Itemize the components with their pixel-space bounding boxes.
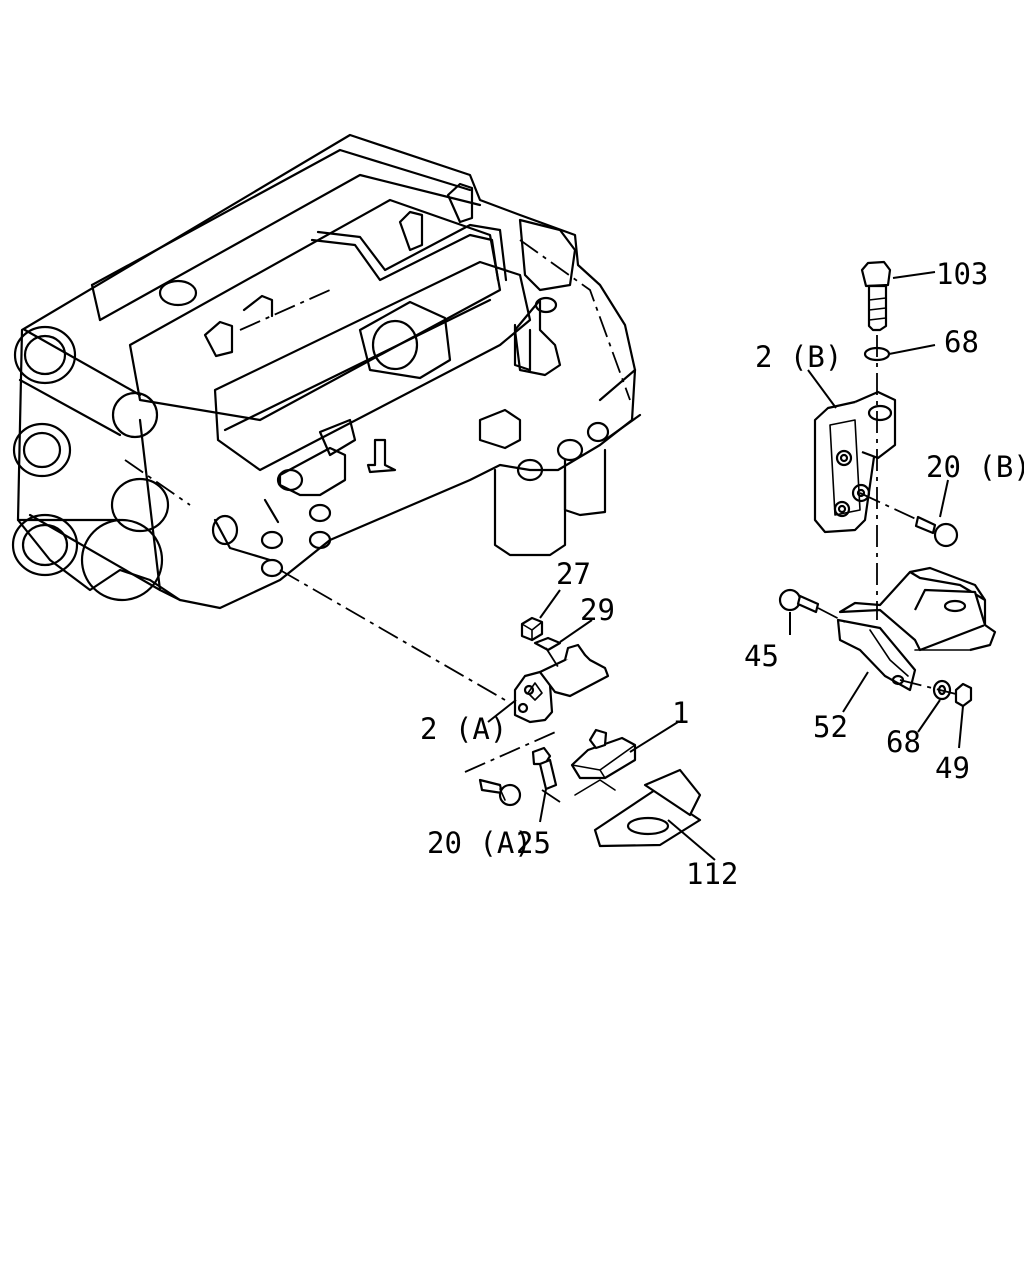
mount-cushion-1-part xyxy=(570,728,637,780)
callout-49: 49 xyxy=(935,751,970,785)
bolt-25-part xyxy=(531,746,558,791)
bracket-2b-part xyxy=(813,390,897,534)
callout-20a: 20 (A) xyxy=(427,826,532,860)
callout-45: 45 xyxy=(744,639,779,673)
leader-lines xyxy=(487,271,964,861)
centerline-nut-49 xyxy=(899,679,957,695)
callout-2b: 2 (B) xyxy=(755,340,842,374)
callout-20b: 20 (B) xyxy=(926,450,1024,484)
centerline-bolt-20a xyxy=(464,729,561,773)
plate-112-part xyxy=(574,768,702,848)
centerline-bolt-45 xyxy=(817,607,846,623)
bracket-2a-part xyxy=(513,643,610,724)
engine-assembly xyxy=(11,133,642,610)
callout-1: 1 xyxy=(672,696,689,730)
callout-52: 52 xyxy=(813,710,848,744)
mount-group-a xyxy=(279,569,702,848)
bolt-20b-part xyxy=(914,515,959,548)
bolt-20a-part xyxy=(478,778,522,807)
nut-27-part xyxy=(520,616,544,642)
nut-49-part xyxy=(954,682,973,708)
callout-2a: 2 (A) xyxy=(420,712,507,746)
callout-112: 112 xyxy=(686,857,738,891)
callout-103: 103 xyxy=(936,257,988,291)
bolt-45-part xyxy=(778,588,820,614)
washer-29-part xyxy=(533,636,562,652)
callout-25: 25 xyxy=(516,826,551,860)
bracket-52-part xyxy=(836,566,997,692)
callout-68-top: 68 xyxy=(944,325,979,359)
callout-27: 27 xyxy=(556,557,591,591)
callout-68-bottom: 68 xyxy=(886,725,921,759)
centerline-engine-to-bracket-a xyxy=(279,569,506,701)
callout-29: 29 xyxy=(580,593,615,627)
centerline-nut-27 xyxy=(545,647,561,671)
callout-labels: 103 68 2 (B) 20 (B) 27 29 45 2 (A) 1 52 … xyxy=(420,257,1024,891)
mount-group-b xyxy=(778,260,997,708)
centerline-bolt-20b xyxy=(859,492,919,521)
bolt-103-part xyxy=(860,260,892,332)
